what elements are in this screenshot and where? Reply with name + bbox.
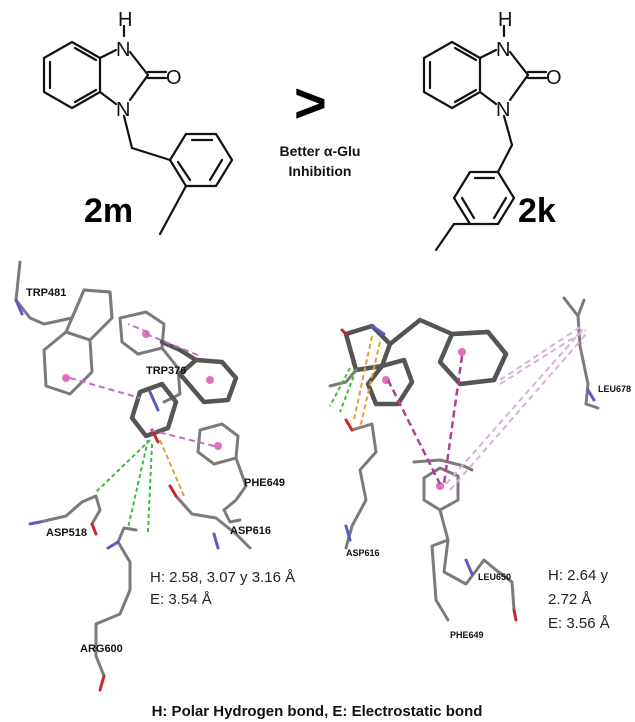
measurement-text-line1: H: 2.64 y — [548, 567, 609, 584]
ligand-tolyl-ring — [437, 329, 509, 387]
comparison-label-line2: Inhibition — [289, 163, 352, 179]
methyl-group — [158, 184, 188, 236]
ligand-imidazolone — [343, 323, 393, 373]
residue-label: PHE649 — [450, 630, 484, 640]
atom-h-label: H — [498, 9, 512, 31]
atom-n-bottom-label: N — [116, 99, 130, 121]
greater-than-symbol: > — [294, 71, 327, 134]
compound-label-2m: 2m — [84, 192, 133, 230]
benzene-ring — [42, 40, 102, 110]
atom-h-label: H — [118, 9, 132, 31]
atom-o-label: O — [166, 67, 182, 89]
measurement-text-line2: E: 3.54 Å — [150, 591, 212, 608]
atom-n-bottom-label: N — [496, 99, 510, 121]
benzene-ring — [422, 40, 482, 110]
measurement-text-line3: E: 3.56 Å — [548, 615, 610, 632]
compound-2m-structure: H N N O 2m — [42, 9, 234, 236]
legend-caption: H: Polar Hydrogen bond, E: Electrostatic… — [152, 703, 483, 720]
docking-panel-right: LEU678 ASP616 LEU650 PHE649 H: 2.64 y 2.… — [328, 296, 631, 640]
residue-label: TRP481 — [26, 287, 66, 299]
residue-label: LEU650 — [478, 572, 511, 582]
atom-n-top-label: N — [496, 39, 510, 61]
methyl-group — [434, 222, 456, 252]
comparison-block: > Better α-Glu Inhibition — [280, 71, 361, 179]
measurement-text-line1: H: 2.58, 3.07 y 3.16 Å — [150, 569, 295, 586]
comparison-label-line1: Better α-Glu — [280, 143, 361, 159]
residue-label: ASP518 — [46, 527, 87, 539]
compound-label-2k: 2k — [518, 192, 556, 230]
residue-label: ARG600 — [80, 643, 123, 655]
docking-panel-left: TRP481 TRP376 PHE649 ASP518 ASP616 ARG60… — [14, 260, 295, 692]
residue-label: TRP376 — [146, 365, 186, 377]
compound-2k-structure: H N N O 2k — [422, 9, 562, 252]
trp376-ring — [118, 310, 166, 356]
atom-o-label: O — [546, 67, 562, 89]
ligand-benzimidazole — [129, 381, 179, 439]
atom-n-top-label: N — [116, 39, 130, 61]
residue-label: ASP616 — [230, 525, 271, 537]
ligand-benzene-ring — [365, 357, 415, 407]
trp481-ring — [42, 330, 94, 396]
residue-label: LEU678 — [598, 384, 631, 394]
residue-label: ASP616 — [346, 548, 380, 558]
residue-label: PHE649 — [244, 477, 285, 489]
measurement-text-line2: 2.72 Å — [548, 591, 591, 608]
